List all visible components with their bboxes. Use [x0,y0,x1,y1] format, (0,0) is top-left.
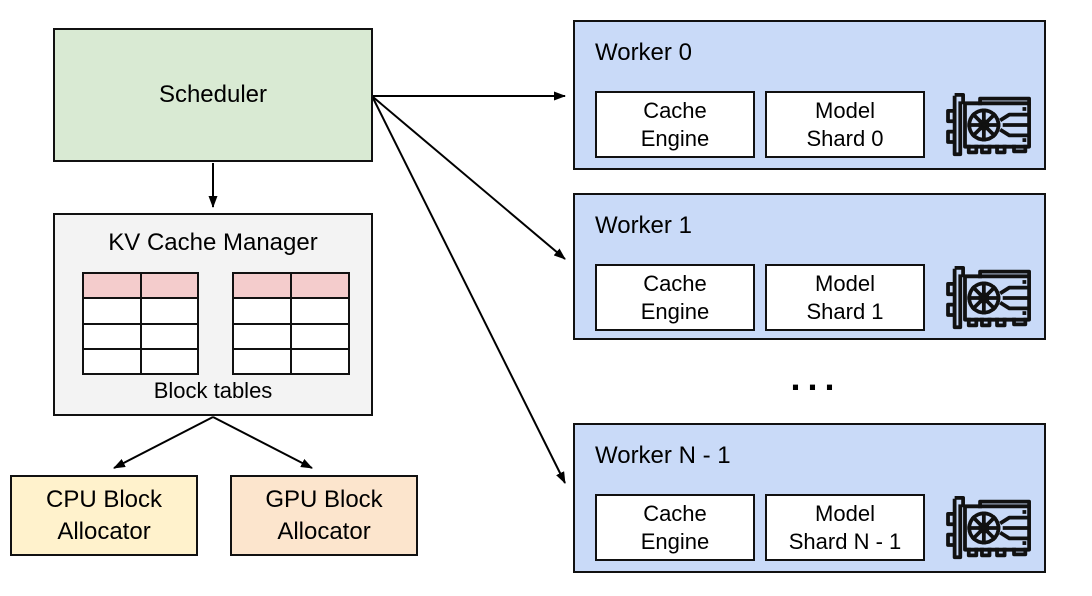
kv-cache-manager-title: KV Cache Manager [108,229,318,256]
cpu-block-allocator-label: CPU Block Allocator [45,486,163,545]
block-table-cell [83,298,141,324]
workers-ellipsis: ... [790,357,842,398]
cache-engine-box: Cache Engine [595,91,755,158]
block-table-cell [233,323,291,349]
model-shard-box: Model Shard N - 1 [765,494,925,561]
block-table-row [83,298,198,324]
block-tables-caption: Block tables [153,378,273,403]
worker-title: Worker N - 1 [595,442,731,469]
worker-1-box: Worker 1 Cache Engine Model Shard 1 [573,193,1046,340]
cache-engine-box: Cache Engine [595,264,755,331]
block-table-row [233,323,349,349]
model-shard-box: Model Shard 0 [765,91,925,158]
block-table-cell [140,298,198,324]
gpu-block-allocator-box: GPU Block Allocator [230,475,418,556]
gpu-card-icon [946,265,1031,330]
gpu-card-icon [946,92,1031,157]
scheduler-label: Scheduler [158,81,268,108]
worker-n-1-box: Worker N - 1 Cache Engine Model Shard N … [573,423,1046,573]
model-shard-box: Model Shard 1 [765,264,925,331]
block-table-cell [291,348,349,374]
worker-0-box: Worker 0 Cache Engine Model Shard 0 [573,20,1046,170]
block-table [232,272,350,375]
worker-title: Worker 0 [595,39,692,66]
block-table-cell [233,273,291,299]
block-table-row [233,273,349,299]
block-table-cell [291,273,349,299]
block-table-row [83,348,198,374]
gpu-card-icon [946,495,1031,560]
block-table-row [233,298,349,324]
block-table-cell [233,298,291,324]
kv-cache-manager-box: KV Cache Manager Block tables [53,213,373,416]
scheduler-box: Scheduler [53,28,373,162]
gpu-block-allocator-label: GPU Block Allocator [265,486,383,545]
block-table-cell [291,323,349,349]
block-table-cell [140,348,198,374]
worker-title: Worker 1 [595,212,692,239]
block-table [82,272,199,375]
block-table-row [83,273,198,299]
cache-engine-box: Cache Engine [595,494,755,561]
block-table-row [233,348,349,374]
block-table-cell [291,298,349,324]
block-table-cell [83,273,141,299]
block-table-cell [83,323,141,349]
block-table-cell [140,323,198,349]
block-table-cell [233,348,291,374]
block-table-cell [83,348,141,374]
block-table-row [83,323,198,349]
cpu-block-allocator-box: CPU Block Allocator [10,475,198,556]
block-table-cell [140,273,198,299]
